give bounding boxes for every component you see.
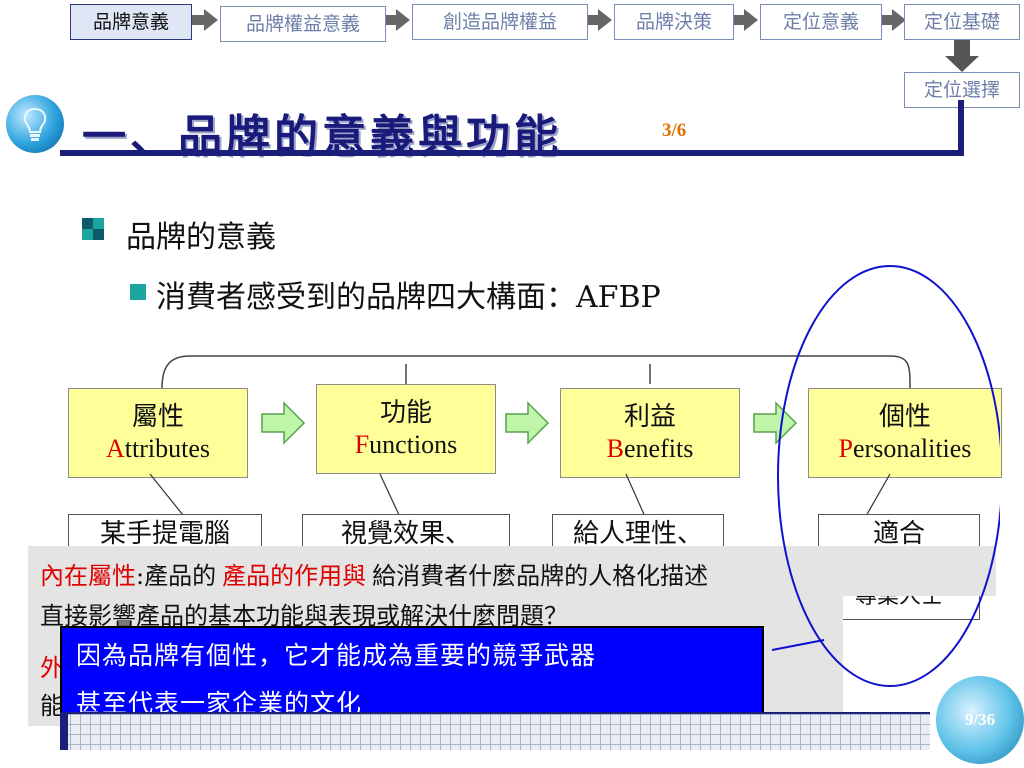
bullet-icon	[82, 218, 106, 242]
nav-connector	[882, 15, 892, 25]
nav-arrow-icon	[892, 9, 906, 31]
title-side-bar	[958, 100, 964, 156]
box-benefits-zh: 利益	[623, 401, 676, 431]
globe-icon	[936, 676, 1024, 764]
page-number: 9/36	[964, 710, 996, 729]
bullet-level2: 消費者感受到的品牌四大構面：AFBP	[156, 280, 661, 315]
box-functions-zh: 功能	[379, 397, 432, 427]
nav-arrow-icon	[744, 9, 758, 31]
box-personalities-zh: 個性	[878, 401, 931, 431]
nav-connector	[386, 15, 396, 25]
nav-arrow-icon	[204, 9, 218, 31]
nav-down-connector	[954, 40, 970, 56]
sub-bullet-icon	[130, 284, 146, 300]
box-personalities-en: Personalities	[838, 434, 972, 463]
nav-connector	[192, 15, 204, 25]
nav-item-positioning-basis[interactable]: 定位基礎	[904, 4, 1020, 40]
box-personalities: 個性 Personalities	[808, 388, 1002, 478]
nav-item-brand-equity-meaning[interactable]: 品牌權益意義	[220, 6, 386, 42]
section-fraction: 3/6	[662, 120, 687, 141]
lightbulb-icon	[6, 95, 64, 153]
nav-item-brand-meaning[interactable]: 品牌意義	[70, 4, 192, 40]
box-attributes: 屬性 Attributes	[68, 388, 248, 478]
title-underline	[60, 150, 964, 156]
nav-down-arrow-icon	[945, 56, 979, 72]
box-benefits-en: Benefits	[606, 434, 694, 463]
green-arrow-icon	[753, 401, 798, 445]
box-attributes-en: Attributes	[106, 434, 210, 463]
box-functions-en: Functions	[354, 430, 458, 459]
explanation-panel	[28, 546, 996, 596]
green-arrow-icon	[261, 401, 306, 445]
explanation-line-1: 內在屬性:產品的產品的作用與給消費者什麼品牌的人格化描述	[40, 562, 709, 590]
nav-item-positioning-meaning[interactable]: 定位意義	[760, 4, 882, 40]
nav-item-brand-decision[interactable]: 品牌決策	[614, 4, 734, 40]
nav-arrow-icon	[598, 9, 612, 31]
explanation-line-2: 直接影響產品的基本功能與表現或解決什麼問題？	[40, 602, 568, 630]
box-functions: 功能 Functions	[316, 384, 496, 474]
lightbulb-glyph	[23, 107, 47, 141]
bullet-level1: 品牌的意義	[126, 220, 276, 255]
box-benefits: 利益 Benefits	[560, 388, 740, 478]
personality-highlight-ellipse	[771, 265, 1000, 687]
nav-item-create-brand-equity[interactable]: 創造品牌權益	[412, 4, 588, 40]
nav-arrow-icon	[396, 9, 410, 31]
nav-connector	[588, 15, 598, 25]
callout-line-1: 因為品牌有個性，它才能成為重要的競爭武器	[76, 641, 597, 670]
afbp-bracket	[161, 355, 911, 389]
footer-grid	[60, 712, 930, 750]
box-attributes-zh: 屬性	[131, 401, 184, 431]
green-arrow-icon	[505, 401, 550, 445]
nav-connector	[734, 15, 744, 25]
footer-side-bar	[60, 712, 68, 750]
